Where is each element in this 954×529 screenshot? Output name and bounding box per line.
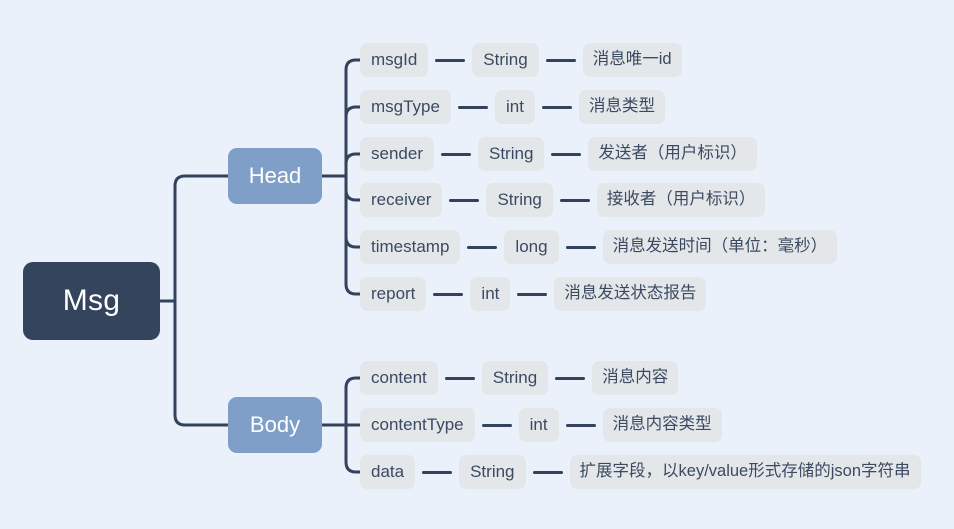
- connector-segment: [565, 245, 596, 249]
- field-type-pill[interactable]: int: [518, 408, 559, 442]
- connector-segment: [551, 152, 582, 156]
- leaf-row: report int 消息发送状态报告: [360, 277, 707, 311]
- connector-segment: [467, 245, 498, 249]
- field-name-pill[interactable]: timestamp: [360, 230, 461, 264]
- leaf-row: content String 消息内容: [360, 361, 679, 395]
- field-type-pill[interactable]: String: [477, 137, 545, 171]
- connector-segment: [457, 105, 488, 109]
- field-name-pill[interactable]: sender: [360, 137, 434, 171]
- leaf-row: msgId String 消息唯一id: [360, 43, 682, 77]
- connector-segment: [435, 58, 466, 62]
- field-type-pill[interactable]: String: [459, 455, 526, 489]
- branch-node-body[interactable]: Body: [228, 397, 322, 453]
- leaf-row: data String 扩展字段，以key/value形式存储的json字符串: [360, 455, 921, 489]
- field-type-pill[interactable]: long: [504, 230, 559, 264]
- field-type-pill[interactable]: String: [481, 361, 549, 395]
- connector-segment: [517, 292, 548, 296]
- field-name-pill[interactable]: report: [360, 277, 427, 311]
- connector-segment: [481, 423, 512, 427]
- connector-segment: [422, 470, 453, 474]
- connector-root-to-head: [173, 174, 230, 303]
- connector-segment: [440, 152, 471, 156]
- leaf-row: sender String 发送者（用户标识）: [360, 137, 757, 171]
- connector-head-to-report: [344, 174, 362, 296]
- connector-body-to-content: [344, 376, 362, 427]
- field-description-pill[interactable]: 消息唯一id: [582, 43, 682, 77]
- connector-segment: [449, 198, 480, 202]
- branch-node-body-label: Body: [249, 412, 301, 437]
- field-type-pill[interactable]: int: [494, 90, 535, 124]
- connector-head-to-sender: [344, 152, 362, 178]
- connector-head-to-msgid: [344, 58, 362, 178]
- field-description-pill[interactable]: 消息内容类型: [602, 408, 722, 442]
- leaf-row: timestamp long 消息发送时间（单位：毫秒）: [360, 230, 838, 264]
- connector-head-to-timestamp: [344, 174, 362, 249]
- leaf-row: contentType int 消息内容类型: [360, 408, 722, 442]
- root-node-msg[interactable]: Msg: [23, 262, 160, 340]
- connector-segment: [541, 105, 572, 109]
- field-description-pill[interactable]: 扩展字段，以key/value形式存储的json字符串: [569, 455, 921, 489]
- connector-segment: [532, 470, 563, 474]
- connector-head-to-receiver: [344, 174, 362, 202]
- field-description-pill[interactable]: 发送者（用户标识）: [588, 137, 757, 171]
- leaf-row: msgType int 消息类型: [360, 90, 665, 124]
- field-description-pill[interactable]: 消息内容: [592, 361, 679, 395]
- field-name-pill[interactable]: contentType: [360, 408, 475, 442]
- connector-segment: [555, 376, 586, 380]
- connector-segment: [559, 198, 590, 202]
- field-name-pill[interactable]: msgId: [360, 43, 429, 77]
- connector-root-to-body: [173, 299, 230, 427]
- leaf-row: receiver String 接收者（用户标识）: [360, 183, 766, 217]
- connector-segment: [444, 376, 475, 380]
- field-description-pill[interactable]: 消息发送状态报告: [554, 277, 707, 311]
- field-type-pill[interactable]: String: [472, 43, 539, 77]
- field-description-pill[interactable]: 消息发送时间（单位：毫秒）: [602, 230, 838, 264]
- connector-segment: [565, 423, 596, 427]
- field-type-pill[interactable]: String: [486, 183, 553, 217]
- field-name-pill[interactable]: receiver: [360, 183, 443, 217]
- connector-body-to-data: [344, 423, 362, 474]
- connector-segment: [545, 58, 576, 62]
- field-name-pill[interactable]: data: [360, 455, 416, 489]
- connector-head-to-msgtype: [344, 105, 362, 178]
- root-node-label: Msg: [62, 284, 121, 317]
- field-name-pill[interactable]: msgType: [360, 90, 451, 124]
- field-type-pill[interactable]: int: [470, 277, 511, 311]
- branch-node-head-label: Head: [248, 163, 302, 188]
- connector-segment: [433, 292, 464, 296]
- field-description-pill[interactable]: 接收者（用户标识）: [596, 183, 766, 217]
- field-name-pill[interactable]: content: [360, 361, 438, 395]
- field-description-pill[interactable]: 消息类型: [578, 90, 665, 124]
- branch-node-head[interactable]: Head: [228, 148, 322, 204]
